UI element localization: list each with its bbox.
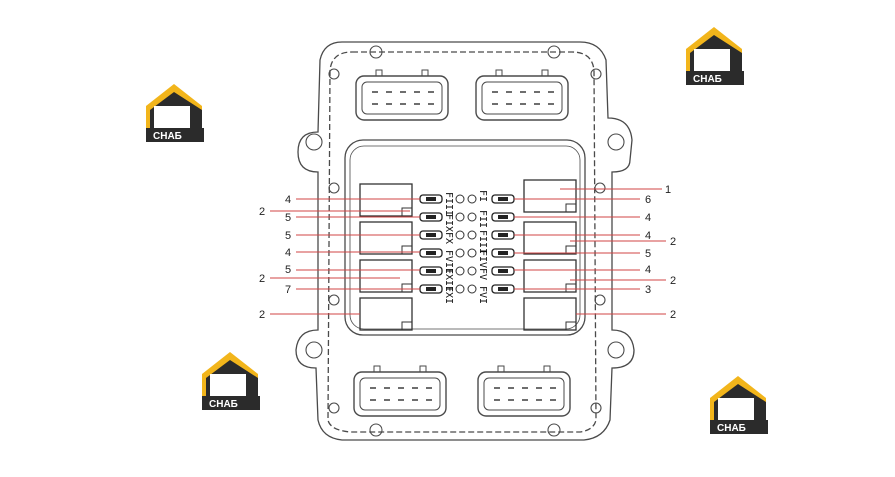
connector-bottom-right [477, 365, 571, 417]
fuse-label: FIX [443, 214, 454, 232]
callouts-left: 4 2 5 5 4 2 5 7 2 [259, 194, 291, 321]
svg-text:СНАБ: СНАБ [717, 423, 746, 434]
fuse-label: FIV [477, 250, 488, 268]
callout-label: 5 [645, 248, 651, 260]
callout-label: 4 [645, 264, 651, 276]
callout-label: 4 [285, 194, 291, 206]
fuse-label: FII [477, 210, 488, 228]
callout-label: 4 [645, 212, 651, 224]
connector-bottom-left [353, 365, 447, 417]
svg-text:СНАБ: СНАБ [693, 74, 722, 85]
callouts-right: 1 6 4 4 2 5 4 2 3 2 [645, 184, 676, 321]
connector-top-left [355, 69, 449, 121]
callout-label: 2 [670, 275, 676, 287]
housing-outline [295, 41, 635, 441]
watermark-logo: H3 СНАБ [202, 352, 260, 410]
fuse-column-left [419, 194, 443, 294]
relay-left-4 [359, 297, 413, 331]
callout-label: 2 [259, 309, 265, 321]
leader-lines-right [514, 188, 666, 315]
relay-left-2 [359, 221, 413, 255]
fuse-label: FIII [443, 192, 454, 216]
svg-text:СНАБ: СНАБ [153, 131, 182, 142]
callout-label: 3 [645, 284, 651, 296]
fuse-label: FV [477, 268, 488, 280]
watermark-logo: H3 СНАБ [686, 27, 744, 85]
fuse-label: FXII [443, 268, 454, 292]
svg-text:СНАБ: СНАБ [209, 399, 238, 410]
svg-text:H3: H3 [724, 403, 745, 420]
watermark-logo: H3 СНАБ [710, 376, 768, 434]
callout-label: 5 [285, 264, 291, 276]
callout-label: 2 [259, 273, 265, 285]
leader-lines-left [270, 198, 420, 315]
svg-text:H3: H3 [700, 54, 721, 71]
callout-label: 7 [285, 284, 291, 296]
fuse-label: FVI [477, 286, 488, 304]
relay-right-2 [523, 221, 577, 255]
fuse-sockets [455, 194, 477, 294]
fuse-label: FVII [443, 250, 454, 274]
mounting-holes [305, 45, 625, 437]
connector-top-right [475, 69, 569, 121]
fuse-label: FX [443, 232, 454, 244]
fuse-column-right [491, 194, 515, 294]
fuse-labels-right: FI FII FIII FIV FV FVI [477, 190, 488, 304]
fuse-labels-left: FIII FIX FX FVII FXII FXI [443, 192, 454, 304]
callout-label: 2 [670, 236, 676, 248]
relay-left-3 [359, 259, 413, 293]
relay-right-3 [523, 259, 577, 293]
callout-label: 4 [645, 230, 651, 242]
callout-label: 2 [670, 309, 676, 321]
callout-label: 4 [285, 247, 291, 259]
callout-label: 2 [259, 206, 265, 218]
callout-label: 5 [285, 212, 291, 224]
fuse-label: FXI [443, 286, 454, 304]
fuse-label: FI [477, 190, 488, 202]
callout-label: 5 [285, 230, 291, 242]
callout-label: 6 [645, 194, 651, 206]
svg-text:H3: H3 [160, 111, 181, 128]
callout-label: 1 [665, 184, 671, 196]
relay-right-1 [523, 179, 577, 213]
svg-text:H3: H3 [216, 379, 237, 396]
fuse-label: FIII [477, 230, 488, 254]
watermark-logo: H3 СНАБ [146, 84, 204, 142]
relay-right-4 [523, 297, 577, 331]
